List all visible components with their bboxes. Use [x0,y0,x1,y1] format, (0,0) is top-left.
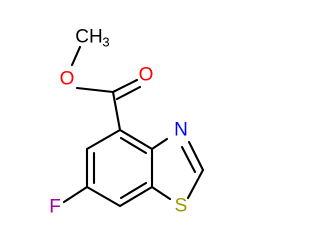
atom-label-layer: O O CH 3 N S F [49,27,188,218]
bond-carbonyl-ring [111,90,122,132]
methyl-subscript: 3 [102,35,109,50]
bond-ester-o-carbonyl-c [75,86,115,94]
bond-c3a-c4 [118,128,154,151]
methyl-label: CH [75,27,102,48]
bond-c7-c7a [118,185,154,208]
bond-n-c2-double-2 [180,145,197,174]
bond-c6-f [62,185,89,204]
bond-c7-c7a-inner [119,181,148,200]
bond-c6-c7 [85,185,122,208]
bond-c3a-c4-inner [119,136,148,155]
bond-methyl-ester-o [70,45,82,67]
nitrogen-label: N [174,120,188,141]
ester-oxygen-label: O [60,69,75,90]
bond-c3a-n [150,137,169,151]
bond-c4-c5 [85,128,122,151]
bond-layer [62,45,205,208]
carbonyl-oxygen-label: O [139,65,154,86]
bond-c2-s [186,168,205,200]
bond-c7a-s [150,185,172,201]
bond-carbonyl-double-2 [115,85,142,101]
fluorine-label: F [49,197,61,218]
sulfur-label: S [175,196,188,217]
bond-n-c2-double-1 [187,140,205,172]
bond-carbonyl-double-1 [111,78,139,94]
structure-diagram: O O CH 3 N S F [49,27,205,218]
